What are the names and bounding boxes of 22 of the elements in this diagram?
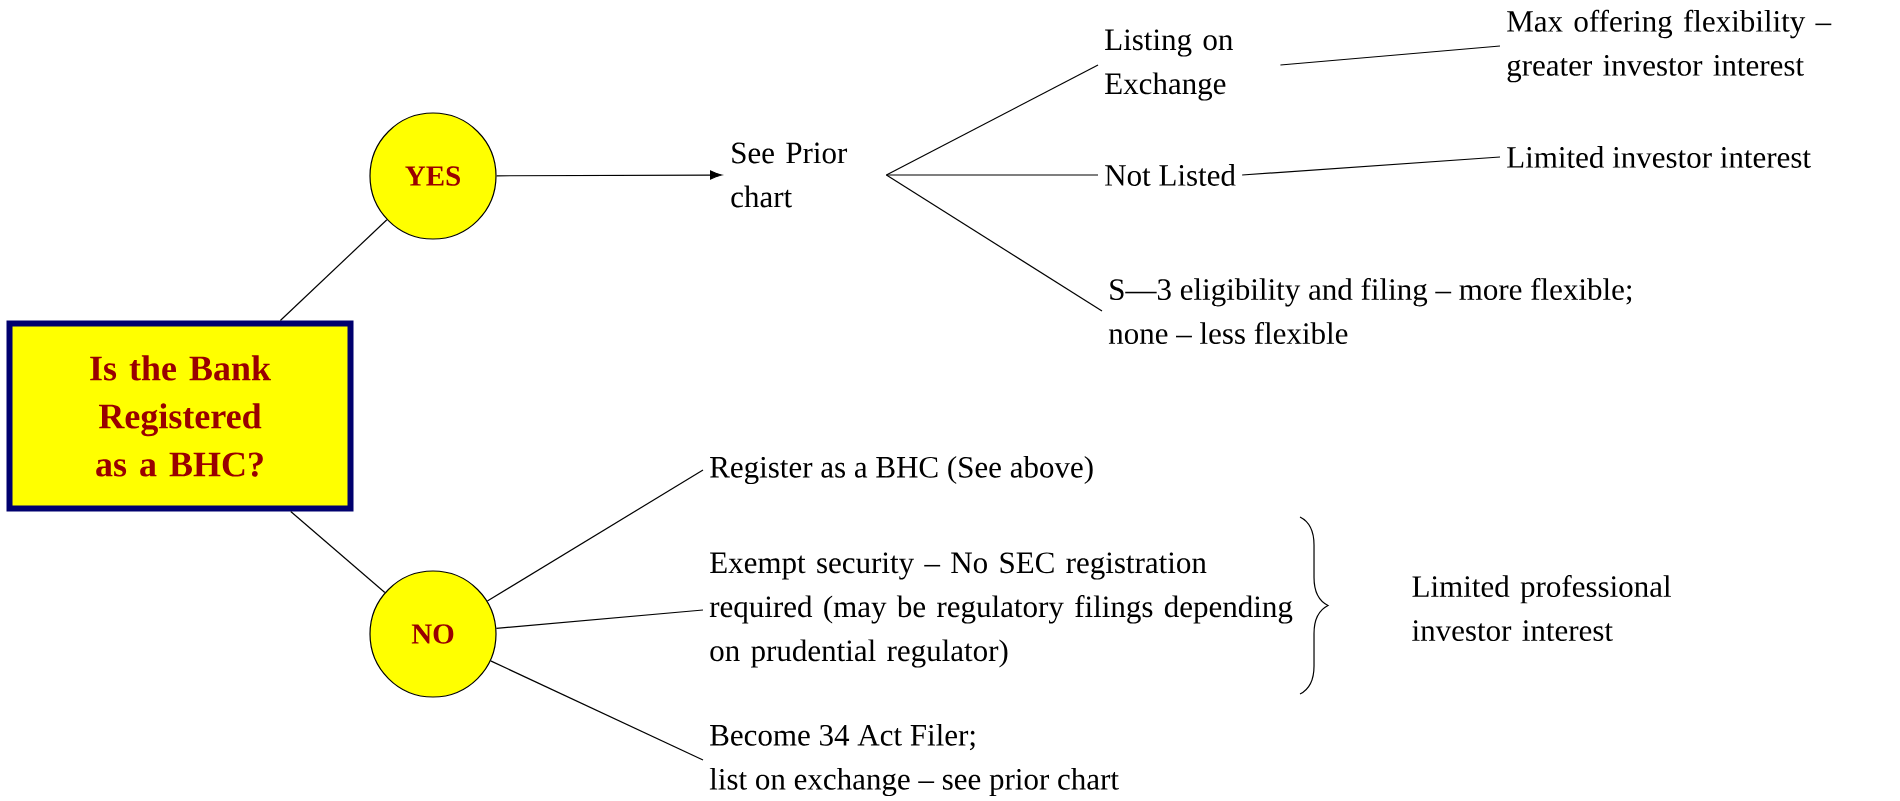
option-text: Max offering flexibility – greater investor interest (1507, 9, 1832, 83)
connector-line (495, 609, 704, 629)
note-text: Limited professional investor interest (1412, 574, 1671, 642)
option-text: S—3 eligibility and filing – more flexible; none – less flexible (1108, 277, 1632, 345)
connector-line (486, 469, 704, 602)
question-box: Is the Bank Registered as a BHC? (6, 320, 354, 512)
connector-line (1241, 156, 1501, 176)
option-text: Become 34 Act Filer; list on exchange – see prior chart (709, 723, 1119, 797)
option-text: Not Listed (1105, 164, 1236, 186)
option-text: See Prior chart (731, 142, 848, 208)
arrow (496, 170, 722, 180)
connector-line (1279, 45, 1501, 66)
connector-line (290, 510, 386, 594)
connector-line (885, 64, 1099, 176)
connector-line (279, 219, 388, 322)
connector-line (885, 174, 1099, 176)
connector-line (490, 660, 704, 761)
option-text: Register as a BHC (See above) (710, 455, 1093, 485)
connector-line (885, 174, 1103, 312)
option-text: Limited investor interest (1507, 146, 1811, 168)
option-text: Listing on Exchange (1105, 29, 1233, 101)
option-text: Exempt security – No SEC registration required (may be regulatory filings depending on prudential regulator) (709, 552, 1293, 668)
